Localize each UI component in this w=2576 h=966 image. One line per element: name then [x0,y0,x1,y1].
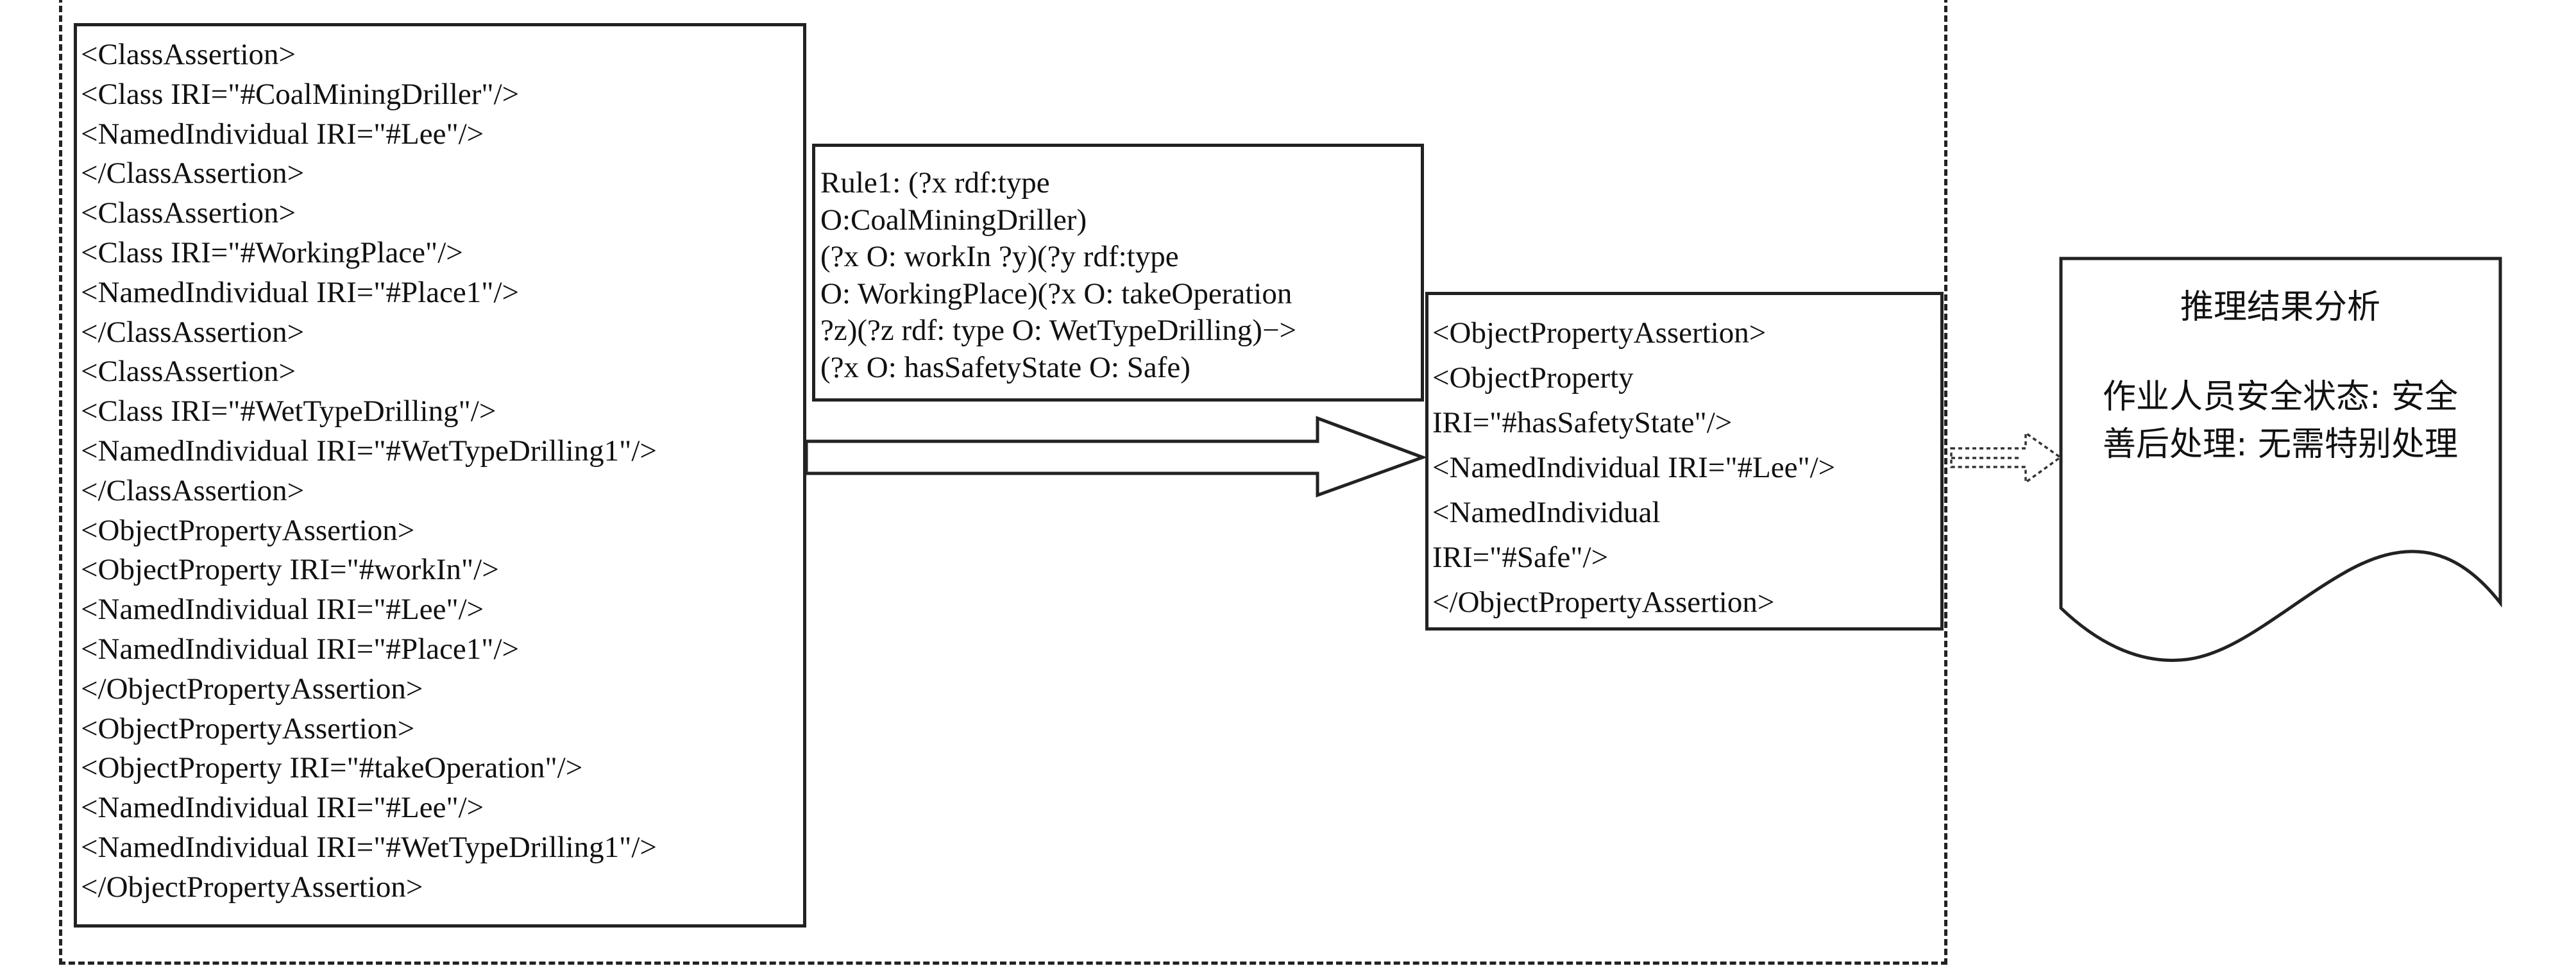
owl-fact-line: <NamedIndividual IRI="#Place1"/> [81,632,520,666]
rule-line: Rule1: (?x rdf:type [820,166,1050,199]
inference-arrow [804,416,1428,498]
result-line: <NamedIndividual IRI="#Lee"/> [1432,451,1836,484]
result-line: </ObjectPropertyAssertion> [1432,586,1775,619]
owl-fact-line: <ObjectProperty IRI="#takeOperation"/> [81,751,583,785]
rule-line: O:CoalMiningDriller) [820,203,1087,237]
owl-fact-line: <NamedIndividual IRI="#Lee"/> [81,593,484,627]
owl-fact-line: <ClassAssertion> [81,355,296,389]
owl-fact-line: </ObjectPropertyAssertion> [81,870,423,904]
analysis-document-shape [2059,257,2502,662]
owl-fact-line: <NamedIndividual IRI="#Lee"/> [81,117,484,151]
rule-line: (?x O: hasSafetyState O: Safe) [820,350,1191,384]
owl-fact-line: <ClassAssertion> [81,196,296,230]
result-line: <NamedIndividual [1432,496,1661,529]
owl-fact-line: <ObjectPropertyAssertion> [81,711,415,745]
owl-fact-line: <Class IRI="#WorkingPlace"/> [81,235,463,269]
system-boundary-frame [59,0,1947,965]
owl-fact-line: <Class IRI="#CoalMiningDriller"/> [81,77,520,111]
owl-fact-line: <Class IRI="#WetTypeDrilling"/> [81,394,496,428]
owl-fact-line: <ObjectPropertyAssertion> [81,513,415,547]
result-line: IRI="#Safe"/> [1432,541,1609,574]
aftercare-line: 善后处理: 无需特别处理 [2102,425,2459,464]
inferred-result-box: <ObjectPropertyAssertion> <ObjectProperty… [1425,292,1944,631]
rule-line: ?z)(?z rdf: type O: WetTypeDrilling)−> [820,314,1296,347]
result-line: <ObjectProperty [1432,361,1634,394]
safety-state-line: 作业人员安全状态: 安全 [2102,378,2459,416]
owl-fact-line: </ClassAssertion> [81,473,305,507]
owl-facts-box: <ClassAssertion> <Class IRI="#CoalMiningD… [74,23,806,928]
rule-line: O: WorkingPlace)(?x O: takeOperation [820,276,1292,310]
result-line: IRI="#hasSafetyState"/> [1432,406,1733,439]
owl-fact-line: <ClassAssertion> [81,38,296,71]
owl-fact-line: </ObjectPropertyAssertion> [81,672,423,706]
output-arrow [1950,430,2063,485]
owl-fact-line: <ObjectProperty IRI="#workIn"/> [81,553,499,587]
result-line: <ObjectPropertyAssertion> [1432,316,1767,350]
owl-fact-line: <NamedIndividual IRI="#Lee"/> [81,791,484,825]
rule-line: (?x O: workIn ?y)(?y rdf:type [820,240,1179,273]
owl-fact-line: <NamedIndividual IRI="#Place1"/> [81,275,520,309]
owl-fact-line: <NamedIndividual IRI="#WetTypeDrilling1"… [81,434,657,468]
owl-fact-line: </ClassAssertion> [81,157,305,191]
owl-fact-line: <NamedIndividual IRI="#WetTypeDrilling1"… [81,830,657,864]
owl-fact-line: </ClassAssertion> [81,315,305,349]
analysis-title: 推理结果分析 [2180,288,2380,326]
